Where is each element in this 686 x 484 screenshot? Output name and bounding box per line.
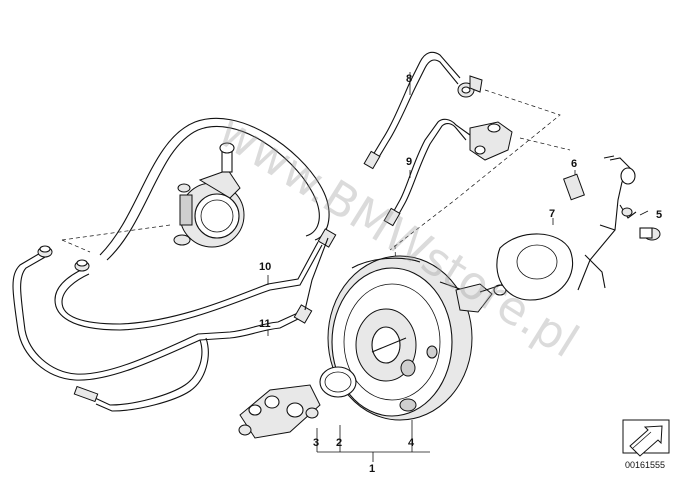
- vacuum-hose-8: [363, 51, 483, 170]
- hose-connectors-left: [37, 245, 90, 272]
- callout-8: 8: [406, 73, 412, 85]
- callout-4: 4: [408, 437, 415, 449]
- vacuum-pump: [99, 117, 330, 261]
- callout-7: 7: [549, 208, 555, 220]
- callout-3: 3: [313, 437, 319, 449]
- master-cylinder: [238, 366, 357, 439]
- vacuum-hose-11: [54, 241, 323, 412]
- vacuum-hose-10: [12, 251, 301, 381]
- callout-5: 5: [656, 209, 662, 221]
- hose-check-valve: [293, 228, 337, 324]
- brake-booster: [327, 255, 511, 421]
- callout-9: 9: [406, 156, 412, 168]
- vacuum-hose-9: [383, 118, 513, 227]
- callout-2: 2: [336, 437, 342, 449]
- callout-11: 11: [259, 318, 271, 330]
- callout-leaders: [267, 72, 649, 462]
- callout-1: 1: [369, 463, 375, 475]
- callout-6: 6: [571, 158, 577, 170]
- pedal-linkage: [563, 155, 661, 291]
- gasket-7: [496, 233, 574, 301]
- diagram-number: 00161555: [625, 460, 665, 470]
- callout-10: 10: [259, 261, 271, 273]
- arrow-corner-icon: [622, 419, 670, 457]
